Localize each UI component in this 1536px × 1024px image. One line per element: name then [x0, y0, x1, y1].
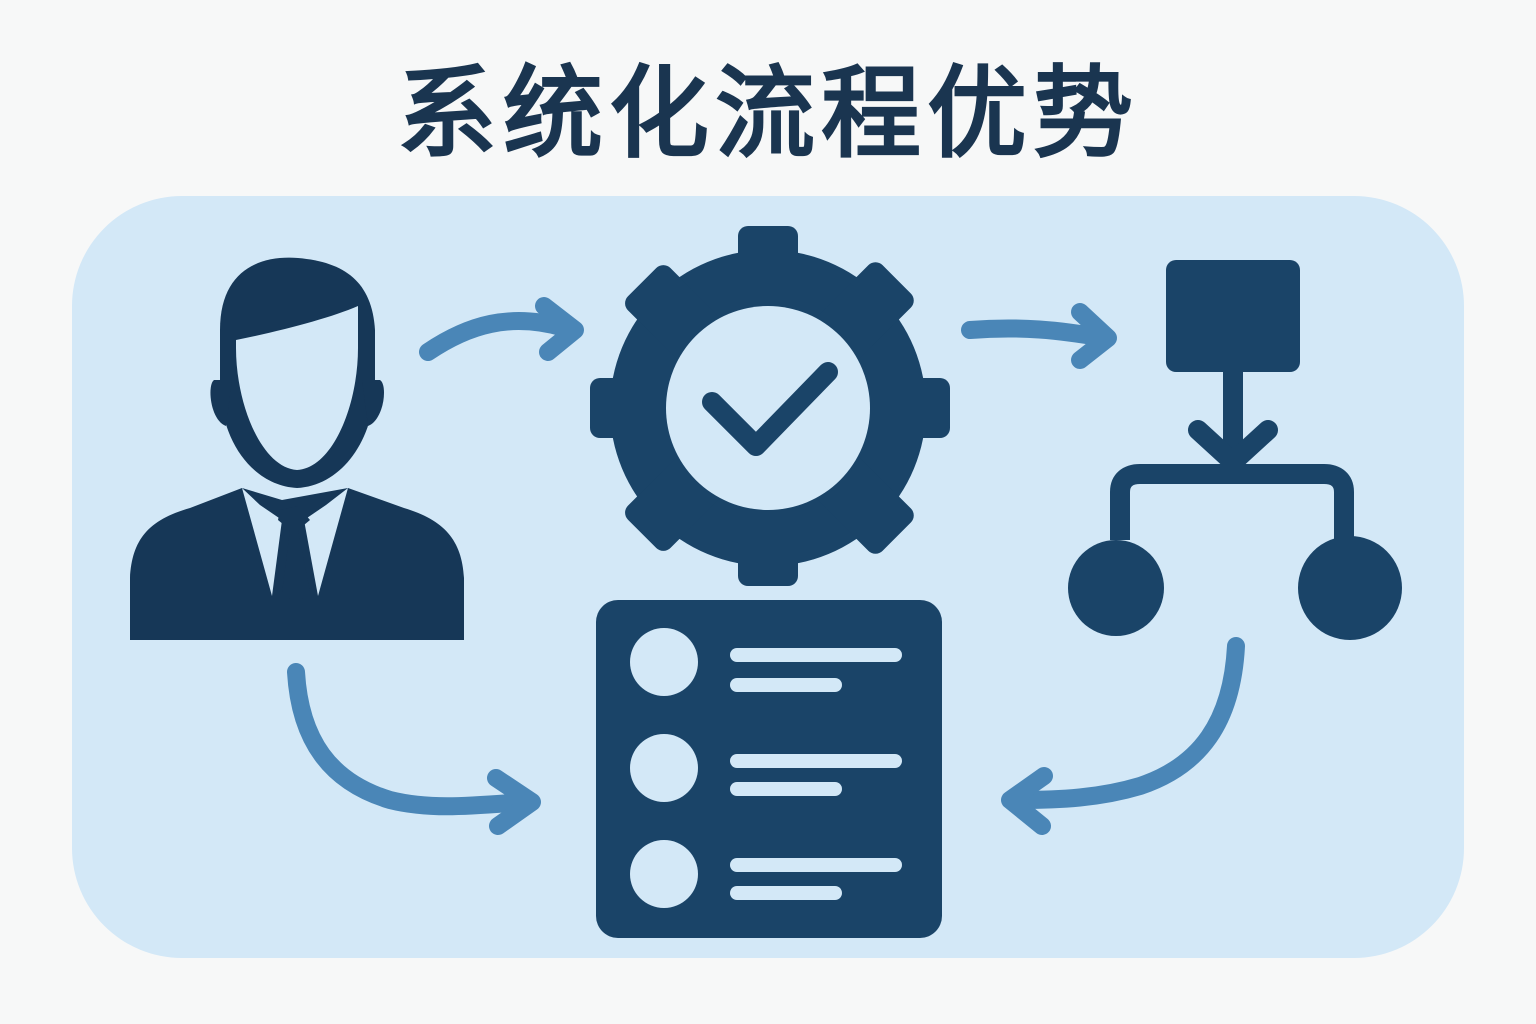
arrow-gear-to-flowchart: [961, 303, 1117, 369]
checklist-icon: [596, 600, 942, 938]
flowchart-icon: [1068, 260, 1402, 640]
page-title: 系统化流程优势: [397, 55, 1139, 172]
arrow-person-to-gear: [419, 297, 584, 361]
arrow-person-to-checklist: [287, 663, 541, 835]
arrow-flowchart-to-checklist: [1001, 637, 1245, 835]
checklist-bullet-icon: [630, 734, 698, 802]
checklist-bullet-icon: [630, 628, 698, 696]
checklist-bullet-icon: [630, 840, 698, 908]
gear-check-icon: [590, 226, 950, 586]
businessman-icon: [130, 257, 464, 640]
